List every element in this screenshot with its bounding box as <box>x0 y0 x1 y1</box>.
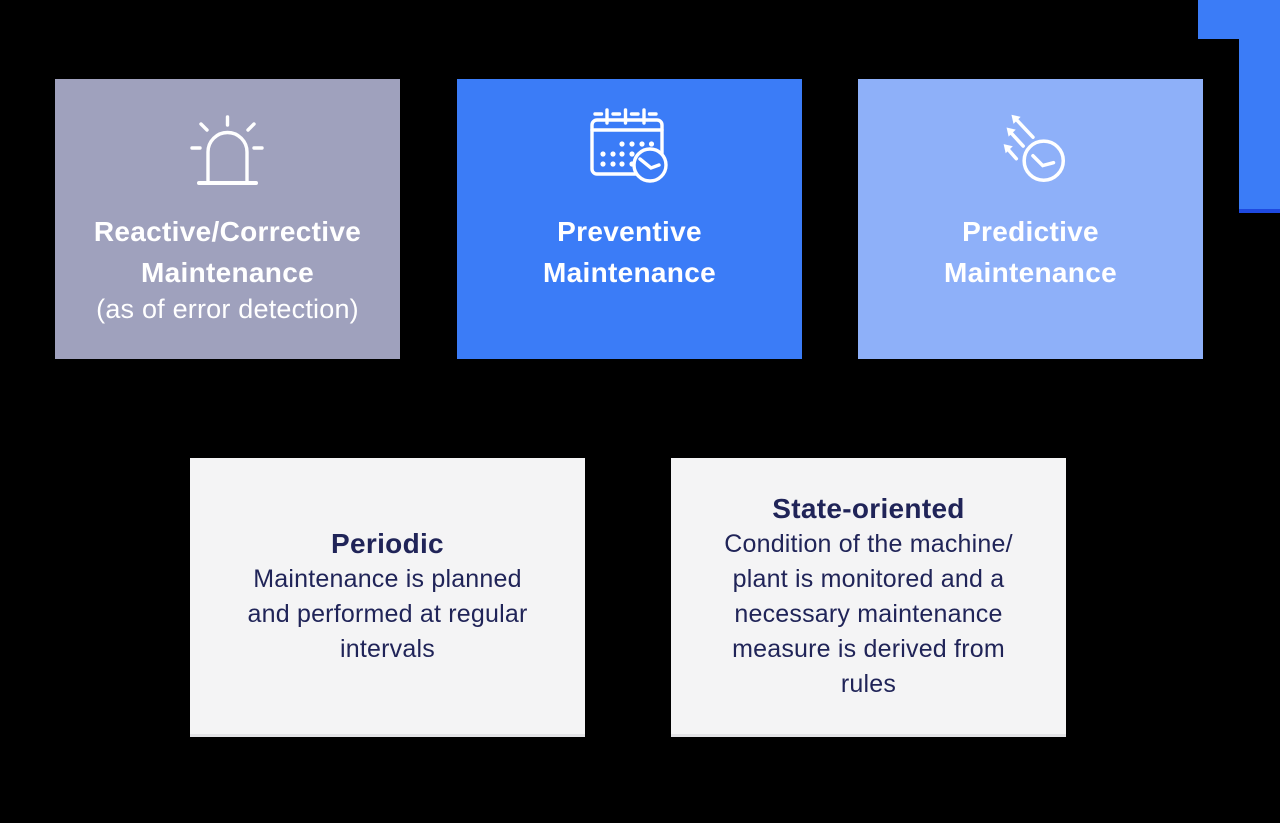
body-line: Maintenance is planned <box>253 565 522 593</box>
preventive-maintenance-box: Preventive Maintenance <box>457 79 802 359</box>
calendar-clock-icon <box>457 103 802 191</box>
card-body: Condition of the machine/ plant is monit… <box>724 527 1013 702</box>
reactive-corrective-maintenance-box: Reactive/Corrective Maintenance (as of e… <box>55 79 400 359</box>
box-title: Preventive Maintenance <box>543 211 716 293</box>
periodic-card: Periodic Maintenance is planned and perf… <box>190 458 585 737</box>
body-line: rules <box>840 670 897 698</box>
box-subtitle: (as of error detection) <box>96 294 359 324</box>
clock-arrows-icon <box>858 103 1203 191</box>
title-line: Maintenance <box>141 257 314 288</box>
body-line: necessary maintenance <box>734 600 1003 628</box>
predictive-maintenance-box: Predictive Maintenance <box>858 79 1203 359</box>
body-line: intervals <box>340 635 435 663</box>
title-line: Reactive/Corrective <box>93 216 362 247</box>
card-body: Maintenance is planned and performed at … <box>248 562 528 667</box>
title-line: Maintenance <box>543 257 716 288</box>
title-line: Predictive <box>962 216 1099 247</box>
box-title: Predictive Maintenance <box>944 211 1117 293</box>
body-line: measure is derived from <box>732 635 1005 663</box>
body-line: plant is monitored and a <box>732 565 1005 593</box>
siren-icon <box>55 103 400 191</box>
body-line: Condition of the machine/ <box>724 530 1013 558</box>
corner-accent-vertical <box>1239 0 1280 213</box>
title-line: Maintenance <box>944 257 1117 288</box>
box-title: Reactive/Corrective Maintenance <box>94 211 361 293</box>
title-line: Preventive <box>557 216 702 247</box>
state-oriented-card: State-oriented Condition of the machine/… <box>671 458 1066 737</box>
card-title: State-oriented <box>772 493 965 524</box>
card-title: Periodic <box>331 528 444 559</box>
body-line: and performed at regular <box>247 600 528 628</box>
